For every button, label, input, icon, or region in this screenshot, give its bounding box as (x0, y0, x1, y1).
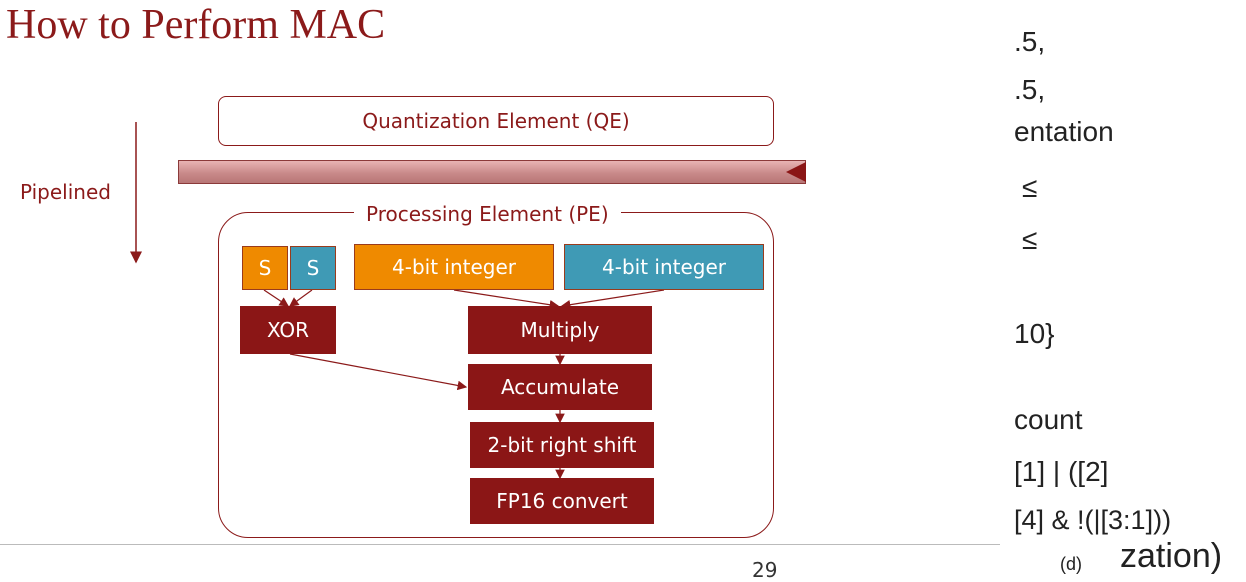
pipelined-label: Pipelined (20, 180, 111, 204)
pipeline-bar-arrowhead (786, 162, 806, 182)
right-text-line: ≤ (1022, 172, 1038, 203)
sign-b-box: S (290, 246, 336, 290)
right-text-line: zation) (1120, 537, 1223, 575)
pipeline-bar (178, 160, 806, 184)
right-text-line: count (1014, 404, 1083, 435)
arrow-int-a-multiply (453, 289, 560, 310)
page-number: 29 (752, 558, 778, 582)
right-text-line: .5, (1014, 26, 1046, 57)
arrow-sign-a-xor (263, 289, 289, 307)
multiply-box: Multiply (468, 306, 652, 354)
int-b-box: 4-bit integer (564, 244, 764, 290)
shift-box: 2-bit right shift (470, 422, 654, 468)
slide-title: How to Perform MAC (6, 2, 386, 48)
xor-box: XOR (240, 306, 336, 354)
right-text-line: [1] | ([2] (1014, 456, 1109, 487)
right-text-line: 10} (1014, 318, 1055, 349)
arrow-xor-accumulate (289, 353, 468, 391)
right-text-line: [4] & !(|[3:1])) (1014, 505, 1172, 535)
arrow-sign-b-xor (289, 289, 313, 307)
right-text-line: ≤ (1022, 224, 1038, 255)
quantization-element-box: Quantization Element (QE) (218, 96, 774, 146)
int-a-box: 4-bit integer (354, 244, 554, 290)
sign-a-box: S (242, 246, 288, 290)
right-text-line: entation (1014, 116, 1114, 147)
footer-divider (0, 544, 1000, 545)
convert-box: FP16 convert (470, 478, 654, 524)
arrow-int-b-multiply (560, 289, 665, 310)
processing-element-label: Processing Element (PE) (354, 200, 621, 228)
accumulate-box: Accumulate (468, 364, 652, 410)
panel-caption: (d) (1060, 554, 1082, 574)
right-text-line: .5, (1014, 74, 1046, 105)
